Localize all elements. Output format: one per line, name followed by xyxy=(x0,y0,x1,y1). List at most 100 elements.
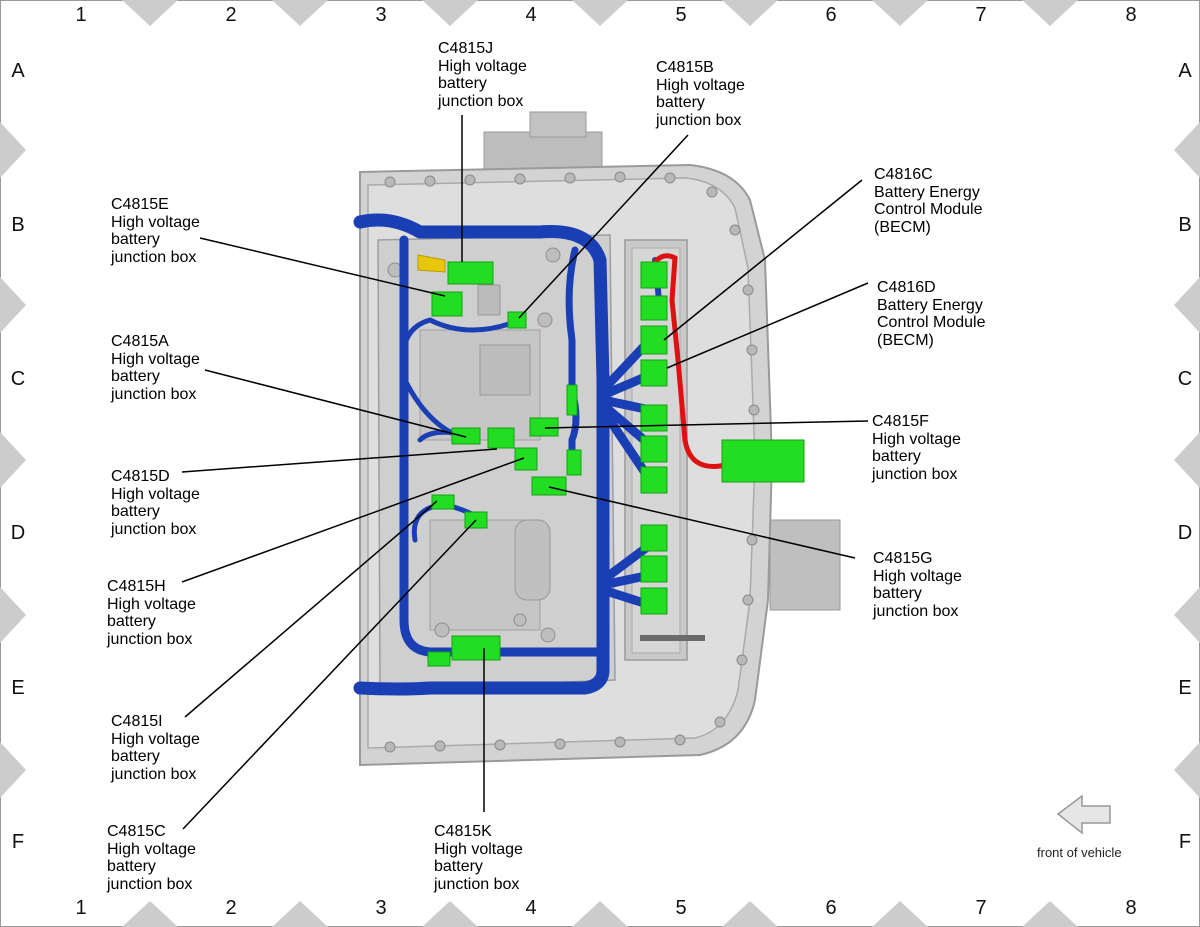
callout-line: junction box xyxy=(111,520,197,538)
connector-c4815h xyxy=(431,494,455,510)
callout-code: C4815K xyxy=(434,823,492,840)
callout-line: (BECM) xyxy=(877,331,934,349)
zone-marker-right xyxy=(1174,742,1200,798)
callout-c4815f: C4815F High voltage battery junction box xyxy=(872,413,961,483)
callout-line: battery xyxy=(872,448,921,465)
callout-line: (BECM) xyxy=(874,218,931,236)
grid-col-8: 8 xyxy=(1125,4,1137,26)
zone-marker-right xyxy=(1174,122,1200,178)
connector-c4815k xyxy=(451,635,501,661)
connector-c4815e xyxy=(431,291,463,317)
grid-row-f: F xyxy=(11,831,25,853)
front-arrow-icon xyxy=(1056,794,1111,835)
grid-col-1: 1 xyxy=(75,897,87,919)
callout-line: battery xyxy=(434,858,483,875)
callout-line: junction box xyxy=(111,765,197,783)
callout-c4815b: C4815B High voltage battery junction box xyxy=(656,59,745,129)
callout-c4815i: C4815I High voltage battery junction box xyxy=(111,713,200,783)
callout-line: Battery Energy xyxy=(877,296,983,314)
zone-marker-right xyxy=(1174,587,1200,643)
zone-marker-left xyxy=(0,277,26,333)
callout-line: junction box xyxy=(438,92,524,110)
grid-col-6: 6 xyxy=(825,897,837,919)
callout-c4816d: C4816D Battery Energy Control Module (BE… xyxy=(877,279,986,349)
callout-line: High voltage xyxy=(107,595,196,613)
grid-col-5: 5 xyxy=(675,897,687,919)
callout-code: C4815C xyxy=(107,823,166,840)
callout-c4815g: C4815G High voltage battery junction box xyxy=(873,550,962,620)
zone-marker-top xyxy=(872,0,928,26)
callout-line: battery xyxy=(107,858,156,875)
callout-c4815c: C4815C High voltage battery junction box xyxy=(107,823,196,893)
grid-row-d: D xyxy=(1177,522,1193,544)
connector-c4815i xyxy=(514,447,538,471)
callout-line: High voltage xyxy=(111,350,200,368)
connector-becm-top xyxy=(640,261,668,289)
grid-row-e: E xyxy=(1178,677,1192,699)
callout-code: C4815F xyxy=(872,413,929,430)
grid-row-e: E xyxy=(11,677,25,699)
callout-c4815a: C4815A High voltage battery junction box xyxy=(111,333,200,403)
grid-col-5: 5 xyxy=(675,4,687,26)
zone-marker-bottom xyxy=(272,901,328,927)
callout-line: junction box xyxy=(656,111,742,129)
callout-code: C4816C xyxy=(874,166,933,183)
zone-marker-right xyxy=(1174,432,1200,488)
zone-marker-bottom xyxy=(1022,901,1078,927)
callout-code: C4815B xyxy=(656,59,714,76)
callout-line: High voltage xyxy=(107,840,196,858)
zone-marker-right xyxy=(1174,277,1200,333)
callout-code: C4816D xyxy=(877,279,936,296)
callout-code: C4815H xyxy=(107,578,166,595)
callout-line: battery xyxy=(107,613,156,630)
callout-line: junction box xyxy=(873,602,959,620)
callout-line: battery xyxy=(438,75,487,92)
callout-line: battery xyxy=(111,503,160,520)
connectors xyxy=(427,261,805,667)
callout-line: High voltage xyxy=(438,57,527,75)
callout-code: C4815D xyxy=(111,468,170,485)
callout-line: junction box xyxy=(107,875,193,893)
callout-c4815j: C4815J High voltage battery junction box xyxy=(438,40,527,110)
connector-c4815a xyxy=(451,427,481,445)
grid-row-b: B xyxy=(11,214,25,236)
callout-c4815k: C4815K High voltage battery junction box xyxy=(434,823,523,893)
grid-col-7: 7 xyxy=(975,4,987,26)
callout-line: High voltage xyxy=(872,430,961,448)
grid-col-1: 1 xyxy=(75,4,87,26)
grid-col-2: 2 xyxy=(225,4,237,26)
callout-line: Control Module xyxy=(874,201,983,218)
callout-code: C4815J xyxy=(438,40,494,57)
connector-c4816d xyxy=(640,359,668,387)
callout-c4815d: C4815D High voltage battery junction box xyxy=(111,468,200,538)
zone-marker-bottom xyxy=(122,901,178,927)
grid-row-a: A xyxy=(11,60,25,82)
grid-row-f: F xyxy=(1178,831,1192,853)
zone-marker-top xyxy=(1022,0,1078,26)
connector-c4815j xyxy=(447,261,494,285)
zone-marker-bottom xyxy=(872,901,928,927)
zone-marker-top xyxy=(122,0,178,26)
callout-line: High voltage xyxy=(111,485,200,503)
callout-line: junction box xyxy=(434,875,520,893)
callout-line: High voltage xyxy=(873,567,962,585)
callout-line: Control Module xyxy=(877,314,986,331)
zone-marker-left xyxy=(0,122,26,178)
zone-marker-bottom xyxy=(422,901,478,927)
red-wire xyxy=(647,253,745,469)
callout-line: battery xyxy=(111,231,160,248)
zone-marker-top xyxy=(722,0,778,26)
callout-c4815e: C4815E High voltage battery junction box xyxy=(111,196,200,266)
grid-col-4: 4 xyxy=(525,897,537,919)
callout-c4815h: C4815H High voltage battery junction box xyxy=(107,578,196,648)
connector-c4815g xyxy=(531,476,567,496)
grid-col-2: 2 xyxy=(225,897,237,919)
connector-becm-side xyxy=(721,439,805,483)
front-of-vehicle-label: front of vehicle xyxy=(1037,845,1122,860)
grid-col-6: 6 xyxy=(825,4,837,26)
connector-c4815d xyxy=(487,427,515,449)
grid-row-c: C xyxy=(10,368,26,390)
callout-line: battery xyxy=(111,748,160,765)
